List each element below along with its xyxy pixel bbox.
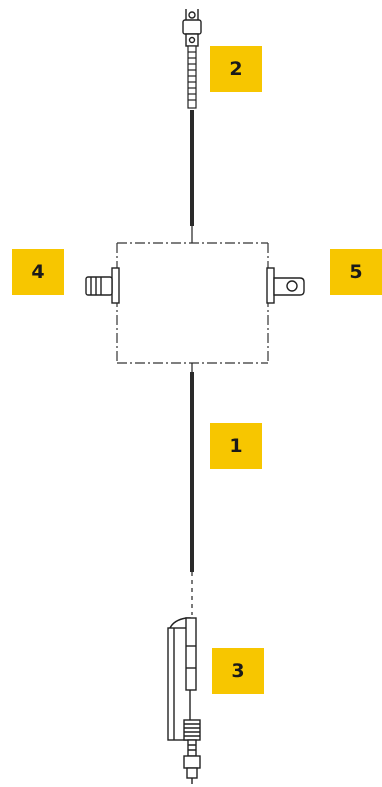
bottom-lever-assembly	[167, 617, 201, 784]
callout-3: 3	[212, 648, 264, 694]
left-flange-fitting	[85, 267, 120, 304]
upper-cable	[190, 110, 194, 226]
top-threaded-rod	[187, 45, 197, 109]
callout-4-label: 4	[31, 261, 45, 283]
callout-1: 1	[210, 423, 262, 469]
top-clevis	[182, 9, 202, 47]
callout-5-label: 5	[349, 261, 363, 283]
lower-cable	[190, 372, 194, 572]
callout-4: 4	[12, 249, 64, 295]
callout-2-label: 2	[229, 58, 243, 80]
callout-5: 5	[330, 249, 382, 295]
callout-1-label: 1	[229, 435, 243, 457]
right-bracket-fitting	[266, 267, 305, 304]
housing-outline	[116, 242, 269, 364]
callout-2: 2	[210, 46, 262, 92]
callout-3-label: 3	[231, 660, 245, 682]
